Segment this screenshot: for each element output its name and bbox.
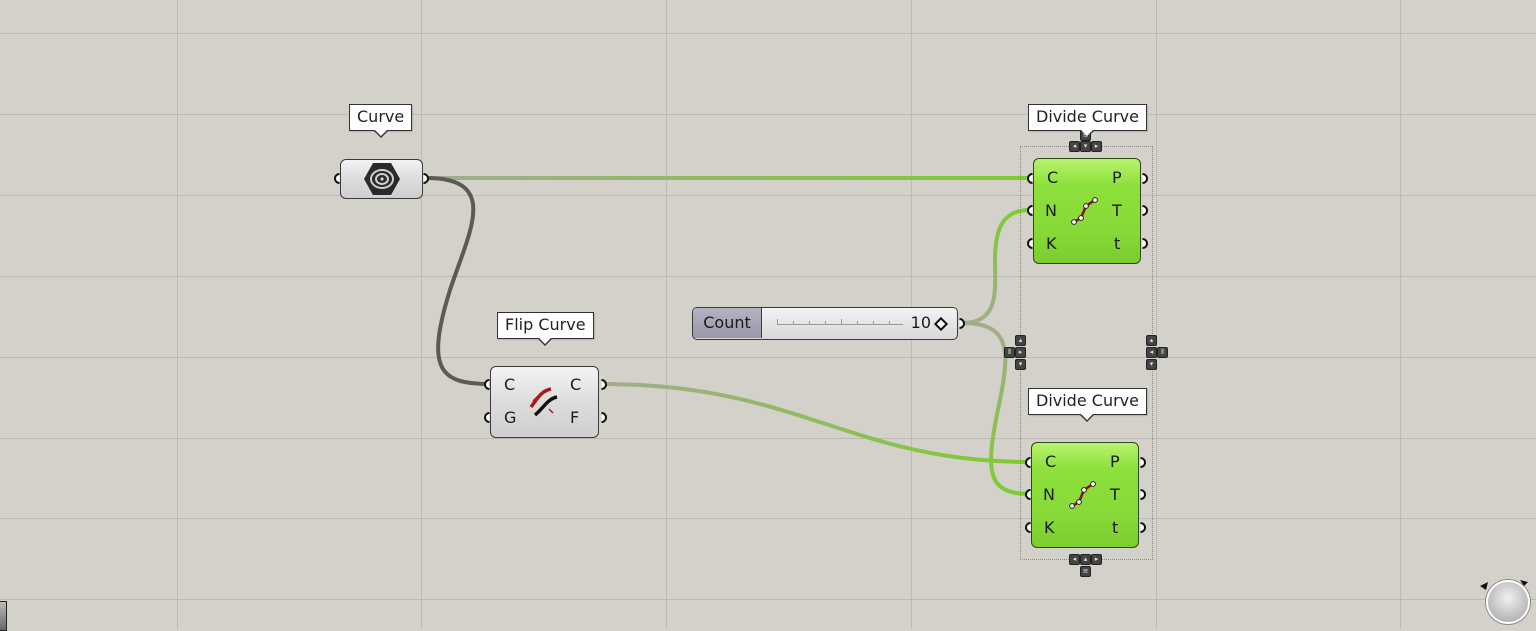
input-label-c: C (504, 375, 516, 394)
grid-line (1156, 0, 1157, 629)
divide-curve-icon (1071, 197, 1098, 225)
grid-line (421, 0, 422, 629)
grid-line (666, 0, 667, 629)
divide1-output-tparam-grip[interactable] (1142, 238, 1148, 249)
compass-icon (1480, 580, 1528, 590)
grid-line (0, 518, 1536, 519)
arrow-up-icon[interactable]: ▴ (1146, 335, 1157, 346)
arrow-down-icon[interactable]: ▾ (1080, 141, 1091, 152)
curve-parameter-component[interactable] (340, 159, 423, 199)
grid-line (0, 357, 1536, 358)
output-label-c: C (570, 375, 582, 394)
grid-line (0, 195, 1536, 196)
arrow-right-icon[interactable]: ▸ (1091, 554, 1102, 565)
slider-value: 10 (910, 313, 931, 332)
divide2-input-n-grip[interactable] (1025, 489, 1031, 500)
output-label-p: P (1110, 452, 1120, 471)
divide1-output-t-grip[interactable] (1142, 205, 1148, 216)
divide1-input-k-grip[interactable] (1027, 238, 1033, 249)
divide-curve-icon (1069, 481, 1096, 509)
flip-output-f-grip[interactable] (601, 412, 607, 423)
grid-line (1400, 0, 1401, 629)
arrow-down-icon[interactable]: ▾ (1015, 359, 1026, 370)
zoom-insert-icon[interactable]: ≡ (1080, 566, 1091, 577)
flip-curve-tooltip: Flip Curve (497, 312, 594, 346)
curve-input-grip[interactable] (334, 173, 340, 184)
count-slider[interactable]: Count 10 (692, 307, 958, 340)
output-label-f: F (570, 408, 580, 427)
slider-track[interactable] (777, 319, 903, 325)
divide2-output-t-grip[interactable] (1140, 489, 1146, 500)
arrow-down-icon[interactable]: ▾ (1146, 359, 1157, 370)
arrow-left-icon[interactable]: ◂ (1069, 141, 1080, 152)
arrow-up-icon[interactable]: ▴ (1080, 554, 1091, 565)
arrow-left-icon[interactable]: ◂ (1146, 347, 1157, 358)
input-label-n: N (1043, 485, 1055, 504)
navigation-ball[interactable] (1486, 580, 1530, 624)
slider-handle-icon[interactable] (933, 316, 949, 332)
divide1-input-c-grip[interactable] (1027, 173, 1033, 184)
tooltip-label: Curve (357, 107, 405, 126)
input-label-c: C (1047, 168, 1059, 187)
input-label-k: K (1044, 518, 1055, 537)
input-label-c: C (1045, 452, 1057, 471)
output-label-t-lower: t (1114, 234, 1121, 253)
arrow-right-icon[interactable]: ▸ (1091, 141, 1102, 152)
output-label-p: P (1112, 168, 1122, 187)
curve-tooltip: Curve (349, 104, 413, 138)
zoom-insert-icon[interactable]: ⦀ (1004, 347, 1015, 358)
flip-output-c-grip[interactable] (601, 379, 607, 390)
slider-name: Count (693, 308, 762, 338)
grid-line (0, 276, 1536, 277)
zoom-insert-icon[interactable]: ⦀ (1157, 347, 1168, 358)
count-output-grip[interactable] (959, 318, 965, 329)
input-label-n: N (1045, 201, 1057, 220)
grid-line (0, 33, 1536, 34)
flip-curve-component[interactable]: C G C F (490, 366, 599, 438)
divide2-output-p-grip[interactable] (1140, 457, 1146, 468)
divide-curve-2-component[interactable]: C N K P T t (1031, 442, 1139, 548)
divide2-input-c-grip[interactable] (1025, 457, 1031, 468)
flip-curve-icon (529, 387, 558, 417)
divide2-output-tparam-grip[interactable] (1140, 522, 1146, 533)
divide-curve-1-component[interactable]: C N K P T t (1033, 158, 1141, 264)
wire-curve-to-flip (425, 176, 491, 386)
arrow-up-icon[interactable]: ▴ (1015, 335, 1026, 346)
divide1-input-n-grip[interactable] (1027, 205, 1033, 216)
tooltip-label: Divide Curve (1036, 107, 1139, 126)
input-label-g: G (504, 408, 517, 427)
curve-output-grip[interactable] (423, 173, 429, 184)
grid-line (0, 114, 1536, 115)
grid-line (177, 0, 178, 629)
grid-line (0, 438, 1536, 439)
input-label-k: K (1046, 234, 1057, 253)
flip-input-g-grip[interactable] (484, 412, 490, 423)
left-panel-edge[interactable] (0, 601, 7, 631)
divide2-input-k-grip[interactable] (1025, 522, 1031, 533)
tooltip-label: Flip Curve (505, 315, 586, 334)
curve-parameter-icon (364, 163, 400, 195)
divide-curve-2-tooltip: Divide Curve (1028, 388, 1147, 422)
flip-input-c-grip[interactable] (484, 379, 490, 390)
output-label-t-upper: T (1110, 485, 1120, 504)
divide1-output-p-grip[interactable] (1142, 173, 1148, 184)
arrow-right-icon[interactable]: ▸ (1015, 347, 1026, 358)
output-label-t-upper: T (1112, 201, 1122, 220)
divide-curve-1-tooltip: Divide Curve (1028, 104, 1147, 138)
output-label-t-lower: t (1112, 518, 1119, 537)
tooltip-label: Divide Curve (1036, 391, 1139, 410)
grid-line (0, 599, 1536, 600)
arrow-left-icon[interactable]: ◂ (1069, 554, 1080, 565)
